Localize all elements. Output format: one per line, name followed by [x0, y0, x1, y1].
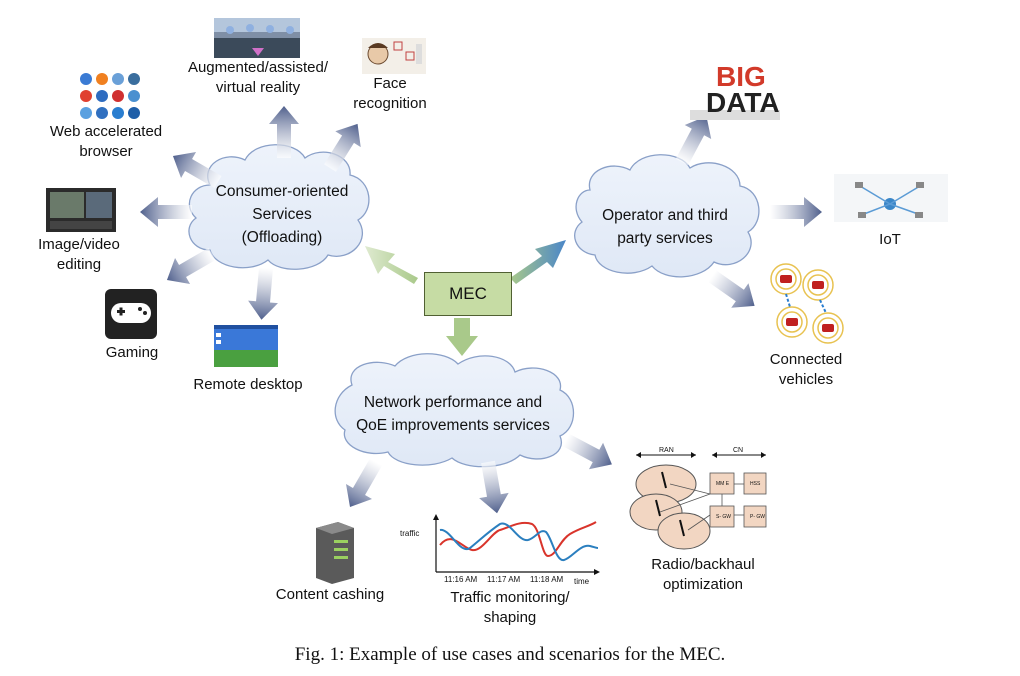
operator-cloud-line2: party services: [617, 230, 713, 247]
label-vehicles-line1: Connected: [769, 351, 843, 368]
label-content-line1: Content cashing: [275, 586, 385, 603]
network-cloud-line1: Network performance and: [364, 394, 542, 411]
label-radio: Radio/backhaul optimization: [630, 555, 776, 595]
label-augmented: Augmented/assisted/ virtual reality: [170, 58, 346, 98]
network-cloud-line2: QoE improvements services: [356, 417, 550, 434]
box-mme: MM E: [716, 481, 730, 487]
big-data-data: DATA: [706, 87, 780, 118]
gamepad-icon: [105, 289, 157, 339]
image-video-editing-image: [46, 188, 116, 232]
mec-label: MEC: [449, 284, 487, 303]
traffic-ylabel: traffic: [400, 529, 419, 538]
traffic-xlabel: time: [574, 577, 590, 586]
arrow-to-content: [337, 454, 389, 515]
face-recognition-image: [362, 38, 426, 74]
operator-cloud-line1: Operator and third: [602, 207, 728, 224]
box-pgw: P- GW: [750, 514, 765, 520]
traffic-series-red: [439, 521, 597, 558]
operator-cloud: [574, 154, 760, 278]
label-iot: IoT: [860, 230, 920, 250]
label-web: Web accelerated browser: [40, 122, 172, 162]
mec-box: MEC: [424, 272, 512, 316]
arrow-to-image: [140, 197, 192, 227]
label-vehicles-line2: vehicles: [778, 371, 834, 388]
label-augmented-line1: Augmented/assisted/: [187, 59, 329, 76]
label-gaming-line1: Gaming: [105, 344, 159, 361]
iot-image: [834, 174, 948, 222]
arrow-to-iot: [770, 197, 822, 227]
box-sgw: S- GW: [716, 514, 731, 520]
label-traffic-line2: shaping: [483, 609, 537, 626]
traffic-chart: traffic time 11:16 AM 11:17 AM 11:18 AM: [400, 514, 600, 586]
mec-arrow-right: [510, 240, 566, 284]
label-radio-line2: optimization: [662, 576, 744, 593]
label-iot-line1: IoT: [879, 231, 901, 248]
label-web-line1: Web accelerated: [49, 123, 163, 140]
label-augmented-line2: virtual reality: [215, 79, 301, 96]
ran-cn-diagram: RAN CN MM E HSS S- GW P- GW: [629, 447, 767, 550]
label-face-line2: recognition: [353, 95, 427, 112]
arrow-to-radio: [558, 426, 619, 478]
consumer-cloud-line2: Services: [252, 206, 312, 223]
augmented-reality-image: [214, 18, 300, 58]
ran-label: RAN: [659, 447, 674, 454]
traffic-tick-2: 11:17 AM: [487, 575, 521, 584]
consumer-cloud: [188, 144, 370, 270]
connected-vehicles-image: [770, 263, 844, 344]
label-vehicles: Connected vehicles: [752, 350, 860, 390]
remote-desktop-image: [214, 325, 278, 367]
label-gaming: Gaming: [92, 343, 172, 363]
label-radio-line1: Radio/backhaul: [651, 556, 755, 573]
big-data-image: BIG DATA: [690, 61, 780, 120]
arrow-to-vehicles: [703, 263, 764, 319]
label-content: Content cashing: [262, 585, 398, 605]
consumer-cloud-line3: (Offloading): [242, 229, 323, 246]
label-image-video: Image/video editing: [24, 235, 134, 275]
label-traffic-line1: Traffic monitoring/: [450, 589, 570, 606]
figure-caption: Fig. 1: Example of use cases and scenari…: [294, 644, 726, 665]
box-hss: HSS: [750, 481, 761, 487]
traffic-tick-1: 11:16 AM: [444, 575, 478, 584]
web-browser-icons: [80, 73, 140, 119]
label-image-video-line2: editing: [56, 256, 102, 273]
label-face-line1: Face: [373, 75, 407, 92]
cn-label: CN: [733, 447, 743, 454]
label-traffic: Traffic monitoring/ shaping: [430, 588, 590, 628]
label-remote-desktop: Remote desktop: [178, 375, 318, 395]
mec-arrow-down: [446, 318, 478, 356]
label-remote-desktop-line1: Remote desktop: [193, 376, 303, 393]
network-cloud: [334, 353, 574, 468]
label-face: Face recognition: [344, 74, 436, 114]
label-web-line2: browser: [79, 143, 133, 160]
consumer-cloud-line1: Consumer-oriented: [216, 183, 349, 200]
big-data-big: BIG: [716, 61, 766, 92]
arrow-to-traffic: [473, 459, 512, 516]
arrow-to-remote: [246, 266, 281, 322]
traffic-tick-3: 11:18 AM: [530, 575, 564, 584]
traffic-series-blue: [439, 522, 599, 561]
server-icon: [316, 522, 354, 584]
mec-arrow-left: [365, 246, 418, 284]
label-image-video-line1: Image/video: [38, 236, 120, 253]
